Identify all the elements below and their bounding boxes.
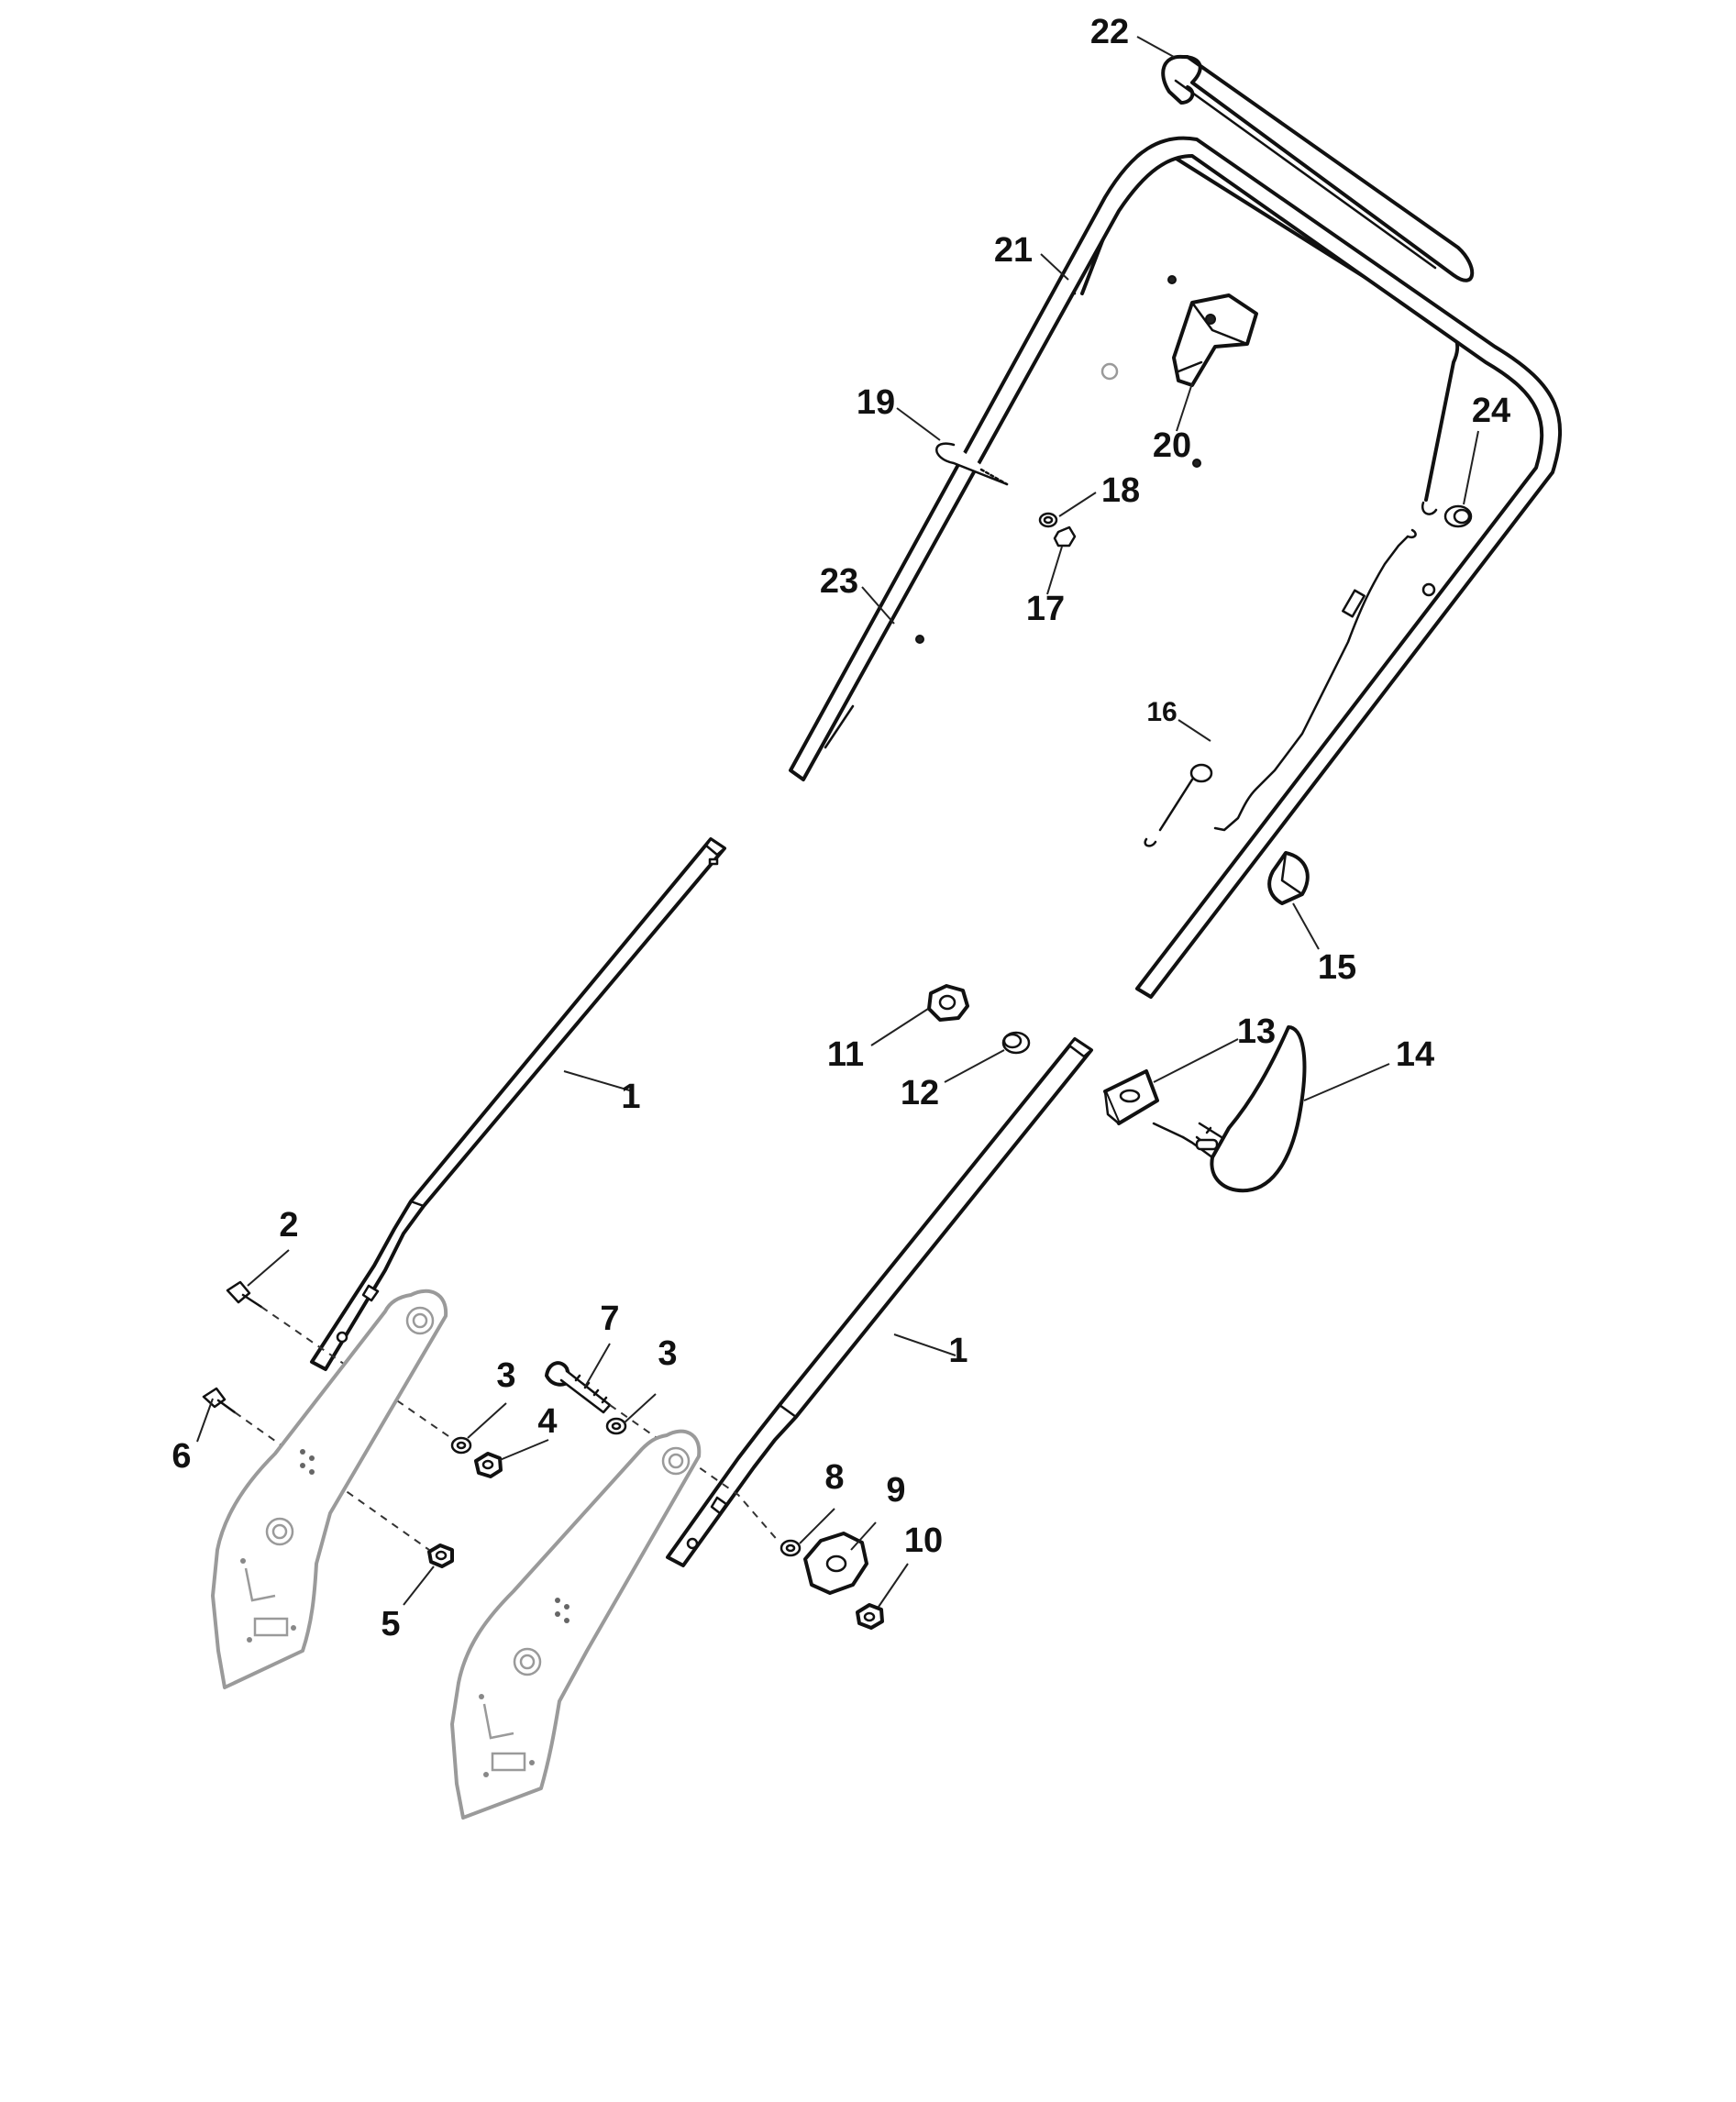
part-4-nut [474, 1452, 503, 1478]
right-handle-bracket [450, 1429, 702, 1820]
callout-11: 11 [827, 1035, 864, 1074]
callout-5: 5 [381, 1605, 400, 1643]
part-10-nut [856, 1603, 884, 1630]
part-1-lower-tube-right [666, 1037, 1093, 1567]
part-13-bracket [1103, 1069, 1159, 1125]
callout-13: 13 [1237, 1012, 1276, 1051]
callout-23: 23 [820, 562, 858, 601]
part-14-lever [1152, 1025, 1307, 1193]
callout-9: 9 [886, 1471, 905, 1510]
part-15-clip [1267, 851, 1310, 905]
part-12-bushing [1001, 1031, 1031, 1055]
callout-15: 15 [1318, 948, 1356, 987]
part-16-cable [1144, 528, 1417, 847]
part-24-cap [1443, 504, 1473, 528]
part-2-bolt [226, 1280, 263, 1309]
part-1-lower-tube-left [310, 837, 726, 1371]
callout-1-lower: 1 [948, 1332, 968, 1370]
part-19-hook [935, 442, 1009, 486]
callout-19: 19 [857, 383, 895, 422]
callout-7: 7 [600, 1300, 619, 1338]
callout-2: 2 [279, 1206, 298, 1245]
callout-14: 14 [1396, 1035, 1434, 1074]
callout-1-upper: 1 [621, 1078, 640, 1116]
callout-3-right: 3 [658, 1334, 677, 1373]
callout-21: 21 [994, 231, 1033, 270]
part-11-knob-nut [927, 984, 969, 1022]
callout-10: 10 [904, 1521, 943, 1560]
callout-17: 17 [1026, 590, 1065, 628]
part-18-washer [1038, 512, 1058, 528]
callout-22: 22 [1090, 13, 1129, 51]
part-20-switch-box [1172, 293, 1258, 387]
callout-4: 4 [537, 1402, 557, 1441]
callout-3-left: 3 [496, 1356, 515, 1395]
callout-24: 24 [1472, 392, 1510, 430]
part-8-washer [780, 1539, 802, 1557]
callout-18: 18 [1101, 471, 1140, 510]
part-22-handle-grip [1161, 54, 1475, 282]
part-5-nut [427, 1543, 454, 1568]
callout-8: 8 [824, 1458, 844, 1497]
part-3-washer-left [450, 1436, 472, 1455]
part-3-washer-right [605, 1417, 627, 1435]
callouts: 22 21 19 20 24 18 17 23 16 15 11 12 13 1… [171, 13, 1510, 1643]
left-handle-bracket [211, 1289, 448, 1689]
callout-20: 20 [1153, 426, 1191, 465]
callout-6: 6 [171, 1437, 191, 1476]
callout-12: 12 [901, 1074, 939, 1112]
part-17-nut [1053, 526, 1077, 548]
leader-lines [196, 36, 1479, 1608]
callout-16: 16 [1146, 697, 1177, 727]
